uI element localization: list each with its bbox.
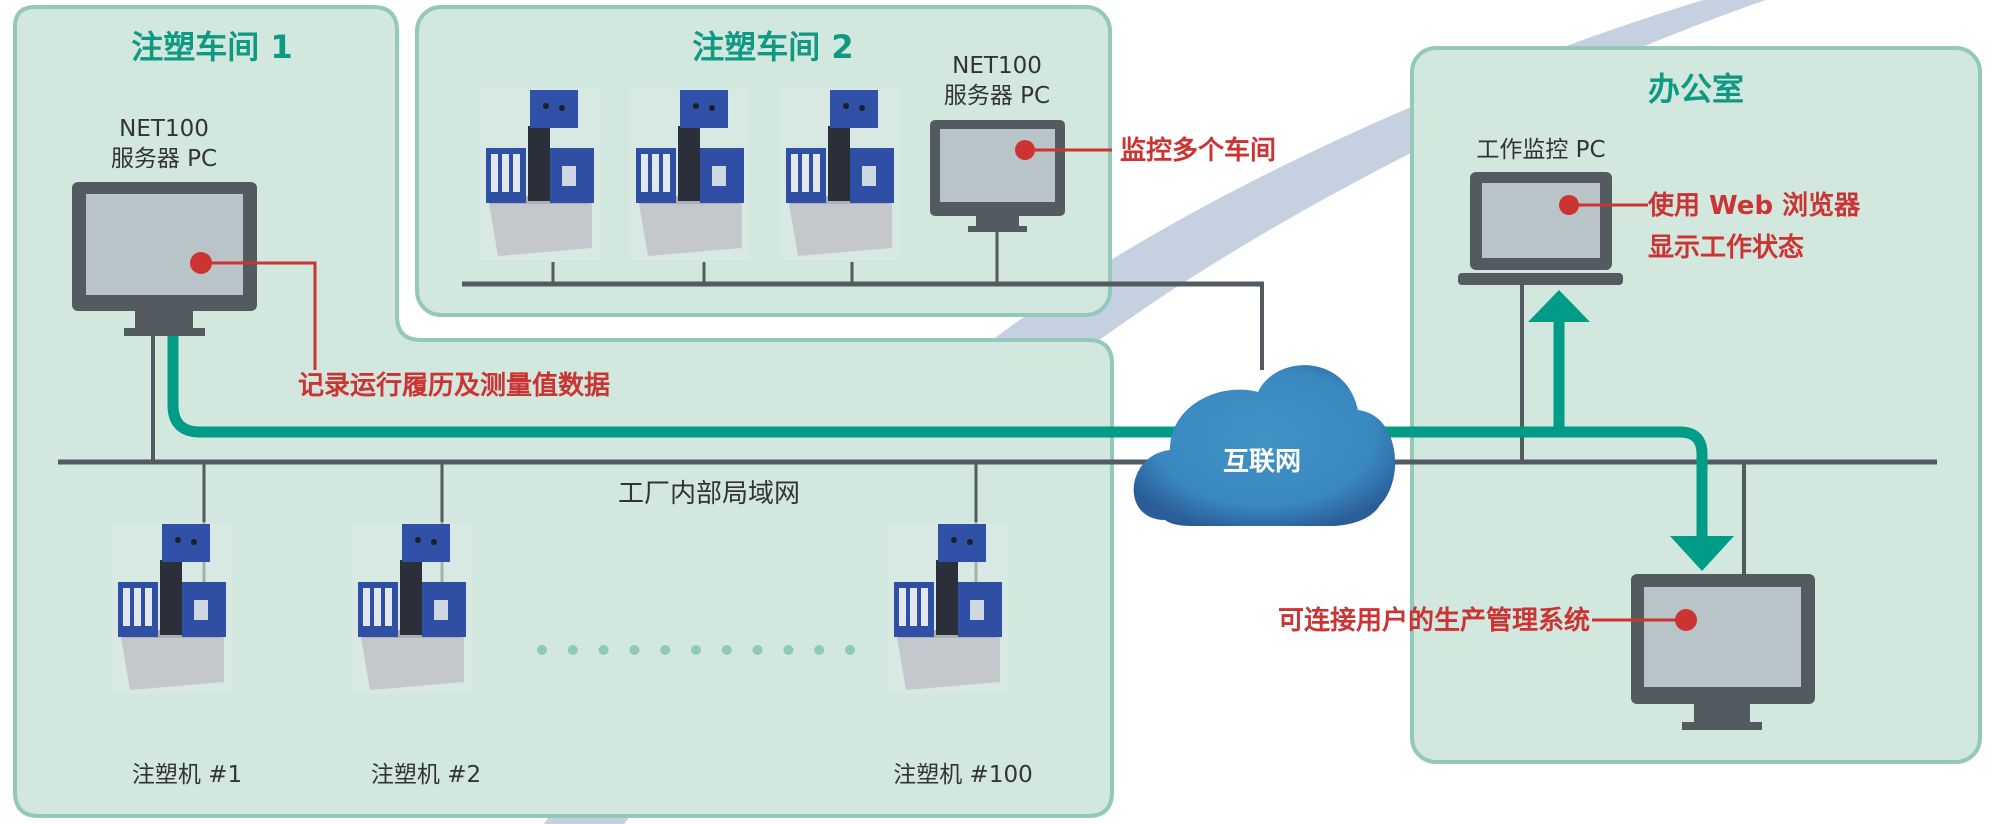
monitor-icon: [72, 182, 257, 336]
ellipsis-dots: [537, 645, 855, 655]
ellipsis-dot: [598, 645, 609, 655]
machine-label-100: 注塑机 #100: [893, 762, 1032, 788]
cloud-icon: [1133, 365, 1396, 526]
arrow-up-icon: [1528, 290, 1590, 322]
monitor-icon: [930, 120, 1065, 232]
injection-molding-machine-icon: [780, 88, 900, 260]
workshop1-callout: 记录运行履历及测量值数据: [298, 370, 610, 401]
workshop2-callout: 监控多个车间: [1120, 135, 1276, 166]
monitor-icon: [1631, 574, 1815, 730]
ellipsis-dot: [845, 645, 855, 655]
injection-molding-machine-icon: [630, 88, 750, 260]
workshop1-title: 注塑车间 1: [131, 28, 292, 66]
ellipsis-dot: [629, 645, 640, 655]
ellipsis-dot: [691, 645, 701, 655]
injection-molding-machine-icon: [352, 522, 472, 694]
workshop2-server-label-line1: NET100: [952, 53, 1042, 79]
internet-label: 互联网: [1223, 447, 1301, 477]
ellipsis-dot: [567, 645, 578, 655]
laptop-callout-line1: 使用 Web 浏览器: [1647, 191, 1861, 221]
data-flow-path: [167, 336, 1708, 540]
machine-label-1: 注塑机 #1: [132, 762, 242, 788]
ellipsis-dot: [814, 645, 825, 655]
ellipsis-dot: [660, 645, 671, 655]
laptop-callout-line2: 显示工作状态: [1648, 232, 1804, 263]
workshop1-panel: [13, 5, 1114, 818]
machine-label-2: 注塑机 #2: [371, 762, 481, 788]
ellipsis-dot: [783, 645, 794, 655]
workshop2-title: 注塑车间 2: [692, 28, 853, 66]
laptop-label: 工作监控 PC: [1476, 137, 1605, 163]
injection-molding-machine-icon: [888, 522, 1008, 694]
arrow-down-icon: [1670, 536, 1734, 571]
office-title: 办公室: [1648, 70, 1744, 108]
ellipsis-dot: [721, 645, 732, 655]
workshop2-lan: [462, 232, 1264, 370]
ellipsis-dot: [752, 645, 763, 655]
injection-molding-machine-icon: [480, 88, 600, 260]
production-system-callout: 可连接用户的生产管理系统: [1278, 605, 1590, 636]
ellipsis-dot: [537, 645, 547, 655]
workshop1-server-label-line2: 服务器 PC: [111, 146, 217, 172]
workshop1-server-label-line1: NET100: [119, 116, 209, 142]
factory-lan-label: 工厂内部局域网: [618, 479, 800, 509]
laptop-icon: [1458, 172, 1623, 285]
workshop2-server-label-line2: 服务器 PC: [944, 83, 1050, 109]
injection-molding-machine-icon: [112, 522, 232, 694]
